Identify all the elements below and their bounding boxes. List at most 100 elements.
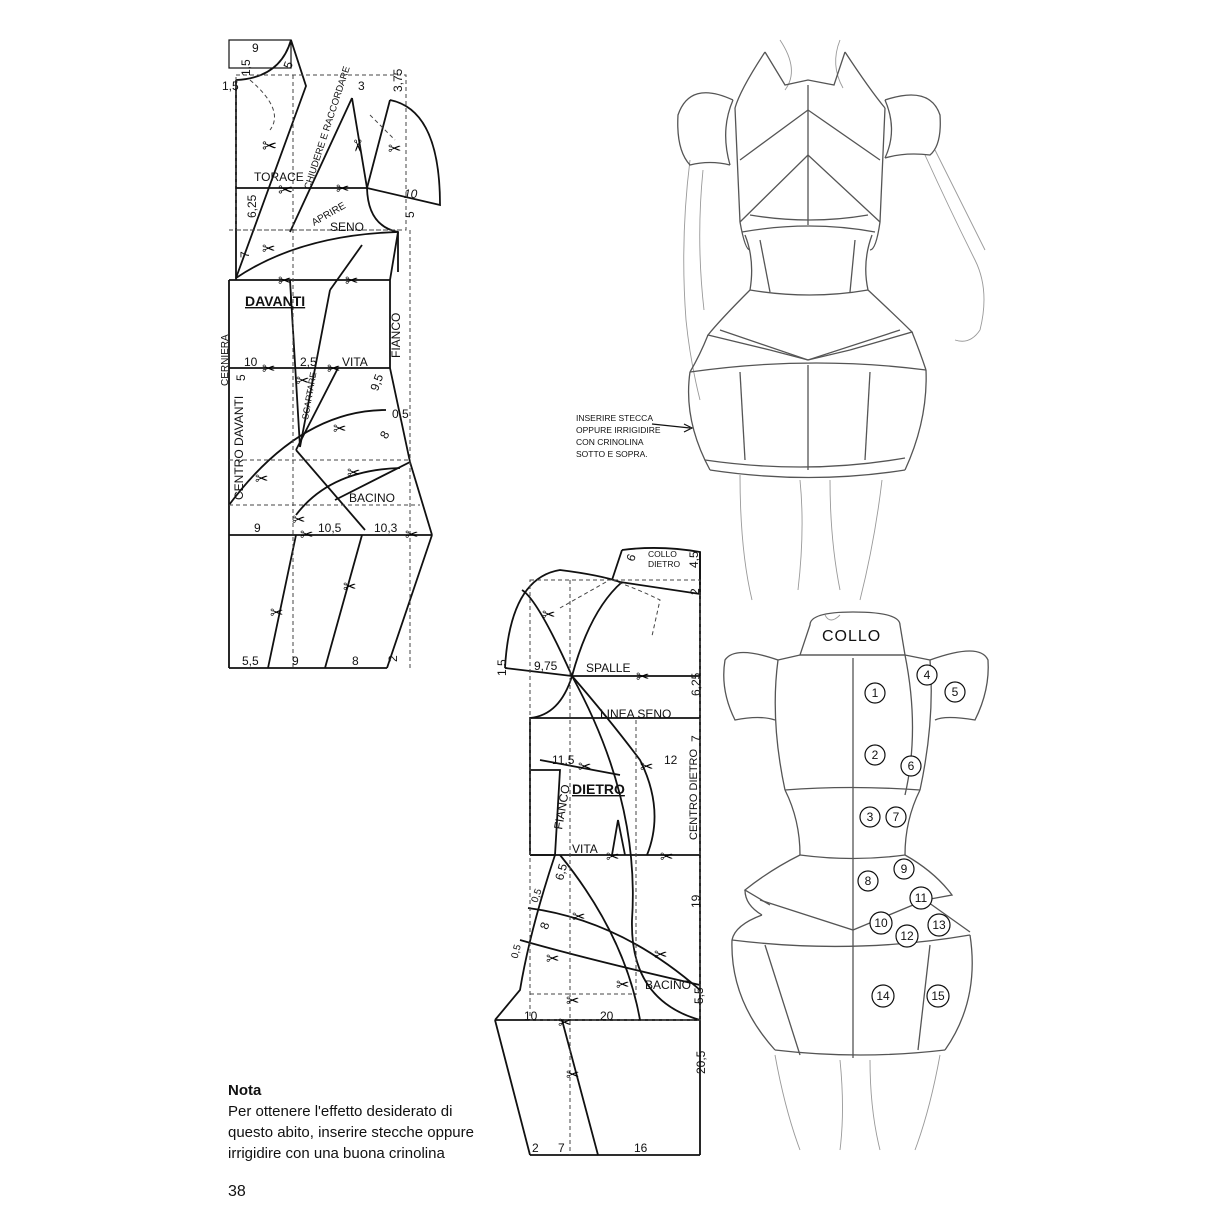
back-m11-5: 11,5 (552, 753, 575, 767)
front-m5-top: 5 (281, 59, 297, 70)
back-collo-dietro-1: COLLO (648, 549, 677, 559)
front-vita: VITA (342, 355, 368, 369)
front-m6-25: 6,25 (245, 194, 259, 218)
front-m7: 7 (238, 251, 252, 258)
svg-text:6: 6 (908, 759, 915, 773)
back-m20: 20 (600, 1009, 614, 1023)
front-bacino: BACINO (349, 491, 395, 505)
back-m8: 8 (537, 920, 553, 931)
front-m10-vita: 10 (244, 355, 258, 369)
svg-text:8: 8 (865, 874, 872, 888)
back-m5-5: 5,5 (692, 987, 706, 1004)
piece-number-14: 14 (871, 984, 895, 1008)
scissors-icon: ✂ ✂ ✂ ✂ ✂ ✂ ✂ ✂ ✂ ✂ ✂ ✂ ✂ ✂ ✂ ✂ ✂ ✂ ✂ (255, 136, 418, 622)
back-m4-5: 4,5 (687, 551, 701, 568)
svg-text:✂: ✂ (262, 361, 275, 378)
sketch-note-line2: OPPURE IRRIGIDIRE (576, 425, 661, 435)
front-m10-5: 10,5 (318, 521, 342, 535)
note-body: Per ottenere l'effetto desiderato di que… (228, 1103, 474, 1162)
back-m19: 19 (689, 894, 703, 908)
front-m8-side: 8 (377, 428, 393, 441)
svg-text:2: 2 (872, 748, 879, 762)
back-m9-75: 9,75 (534, 659, 558, 673)
sketch-note-line4: SOTTO E SOPRA. (576, 449, 648, 459)
svg-text:✂: ✂ (546, 951, 559, 968)
back-m6-5: 6,5 (552, 862, 570, 882)
svg-text:7: 7 (893, 810, 900, 824)
svg-text:✂: ✂ (262, 241, 275, 258)
front-chiudere: CHIUDERE E RACCORDARE (302, 65, 352, 191)
piece-number-13: 13 (927, 913, 951, 937)
piece-number-6: 6 (900, 755, 922, 777)
svg-text:✂: ✂ (405, 527, 418, 544)
front-pattern: 9 1,5 1,5 5 3 3,75 10 5 TORACE CHIUDERE … (220, 39, 441, 669)
sketch-note-line1: INSERIRE STECCA (576, 413, 653, 423)
svg-text:10: 10 (874, 916, 888, 930)
svg-text:5: 5 (952, 685, 959, 699)
back-m16: 16 (634, 1141, 648, 1155)
svg-text:12: 12 (900, 929, 914, 943)
front-m5-right: 5 (403, 211, 417, 218)
front-m8-bottom: 8 (352, 654, 359, 668)
svg-text:✂: ✂ (255, 471, 268, 488)
back-title: DIETRO (572, 781, 625, 797)
svg-text:13: 13 (932, 918, 946, 932)
back-m1-5: 1,5 (495, 659, 509, 676)
piece-number-5: 5 (944, 681, 966, 703)
piece-number-10: 10 (869, 911, 893, 935)
front-m9-top: 9 (252, 41, 259, 55)
svg-text:14: 14 (876, 989, 890, 1003)
svg-text:✂: ✂ (616, 977, 629, 994)
back-m6-25: 6,25 (689, 672, 703, 696)
back-m7-bottom: 7 (558, 1141, 565, 1155)
front-m1-5b: 1,5 (222, 79, 239, 93)
svg-text:4: 4 (924, 668, 931, 682)
front-m9-5: 9,5 (367, 372, 386, 393)
front-fianco: FIANCO (389, 313, 403, 358)
svg-text:✂: ✂ (347, 465, 360, 482)
piece-number-11: 11 (909, 886, 933, 910)
svg-text:✂: ✂ (333, 421, 346, 438)
front-m9-bottom: 9 (292, 654, 299, 668)
front-m0-5: 0,5 (392, 407, 409, 421)
svg-text:9: 9 (901, 862, 908, 876)
svg-text:✂: ✂ (292, 512, 305, 529)
svg-text:✂: ✂ (300, 527, 313, 544)
front-m5-left: 5 (234, 374, 248, 381)
svg-text:✂: ✂ (327, 361, 340, 378)
back-collo-dietro-2: DIETRO (648, 559, 681, 569)
svg-text:✂: ✂ (572, 909, 585, 926)
back-m0-5a: 0,5 (530, 887, 545, 904)
svg-text:3: 3 (867, 810, 874, 824)
front-centro-davanti: CENTRO DAVANTI (232, 396, 246, 500)
back-m0-5b: 0,5 (510, 943, 524, 960)
svg-text:✂: ✂ (578, 759, 591, 776)
piece-number-2: 2 (864, 744, 886, 766)
svg-text:11: 11 (915, 891, 928, 905)
front-cerniera: CERNIERA (220, 334, 231, 386)
svg-text:✂: ✂ (278, 273, 291, 290)
back-pattern: 6 COLLO DIETRO 4,5 2 1,5 9,75 SPALLE 6,2… (494, 547, 708, 1156)
svg-text:✂: ✂ (388, 141, 401, 158)
back-centro-dietro: CENTRO DIETRO (688, 749, 700, 841)
back-linea-seno: LINEA SENO (600, 707, 671, 721)
piece-number-8: 8 (857, 870, 879, 892)
piece-number-15: 15 (926, 984, 950, 1008)
sketch-note-line3: CON CRINOLINA (576, 437, 644, 447)
front-m10-3: 10,3 (374, 521, 398, 535)
svg-text:✂: ✂ (348, 139, 365, 152)
note-block: Nota Per ottenere l'effetto desiderato d… (228, 1080, 498, 1164)
front-m2-bottom: 2 (386, 655, 400, 662)
svg-text:✂: ✂ (606, 849, 619, 866)
scissors-icon: ✂ ✂ ✂ ✂ ✂ ✂ ✂ ✂ ✂ ✂ ✂ ✂ ✂ (542, 607, 673, 1084)
back-bacino: BACINO (645, 978, 691, 992)
piece-number-1: 1 (864, 682, 886, 704)
front-dress-sketch: INSERIRE STECCA OPPURE IRRIGIDIRE CON CR… (576, 39, 986, 601)
back-spalle: SPALLE (586, 661, 630, 675)
svg-text:✂: ✂ (636, 669, 649, 686)
back-m2-bottom: 2 (532, 1141, 539, 1155)
back-m7: 7 (689, 735, 703, 742)
front-m1-5a: 1,5 (239, 59, 253, 76)
svg-text:✂: ✂ (558, 1015, 571, 1032)
